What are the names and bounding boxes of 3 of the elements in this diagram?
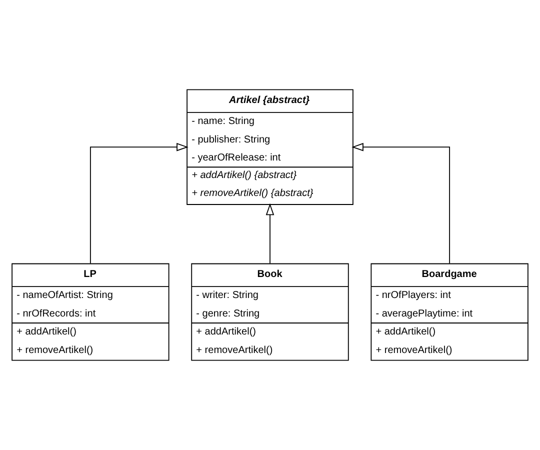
arrow: [352, 142, 450, 264]
arrow: [266, 203, 274, 264]
arrow: [90, 142, 188, 264]
